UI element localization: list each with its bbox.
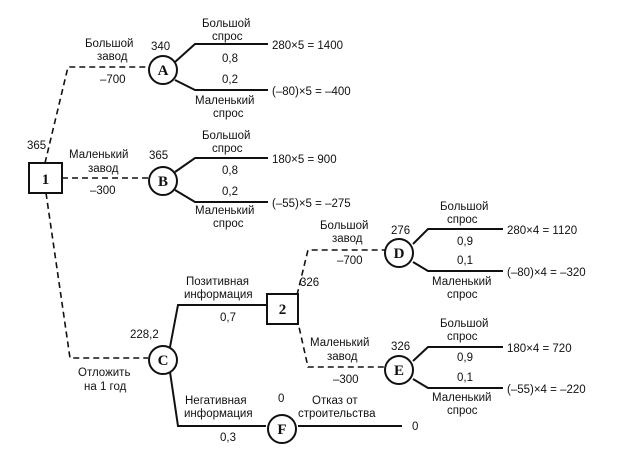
postpone-label-1: Отложить (78, 367, 130, 379)
positive-label-2: информация (184, 289, 253, 301)
svg-text:D: D (394, 246, 405, 262)
edge-A-low (174, 79, 268, 91)
postpone-label-2: на 1 год (84, 381, 127, 393)
chance-node-B: B (148, 166, 178, 196)
D-p-low: 0,1 (457, 255, 473, 267)
node-B-value: 365 (149, 150, 168, 162)
big-plant-cost: –700 (100, 74, 126, 86)
svg-text:E: E (394, 363, 404, 379)
E-low-label-1: Маленький (432, 392, 491, 404)
A-high-label-2: спрос (212, 31, 243, 43)
chance-node-A: A (148, 55, 178, 85)
big-plant2-label-1: Большой (320, 220, 368, 232)
D-payoff-high: 280×4 = 1120 (507, 225, 577, 237)
B-high-label-2: спрос (212, 143, 243, 155)
decision-node-1: 1 (28, 162, 63, 194)
positive-label-1: Позитивная (186, 276, 249, 288)
D-payoff-low: (–80)×4 = –320 (507, 267, 586, 279)
edge-1-C (45, 192, 148, 359)
svg-text:1: 1 (42, 172, 50, 188)
E-low-label-2: спрос (447, 405, 478, 417)
D-high-label-2: спрос (447, 214, 478, 226)
edge-2-E (296, 317, 385, 368)
edge-B-high (174, 157, 268, 173)
D-low-label-1: Маленький (432, 276, 491, 288)
decision-node-2: 2 (266, 293, 299, 325)
edge-1-A (44, 66, 148, 164)
B-p-low: 0,2 (222, 186, 238, 198)
E-high-label-2: спрос (447, 331, 478, 343)
edge-2-D (296, 249, 385, 296)
edge-B-low (174, 189, 268, 203)
edge-D-low (412, 261, 503, 272)
big-plant-label-2: завод (97, 51, 128, 63)
B-low-label-2: спрос (213, 218, 244, 230)
A-payoff-high: 280×5 = 1400 (272, 40, 343, 52)
edge-A-high (174, 43, 268, 63)
B-high-label-1: Большой (202, 130, 250, 142)
chance-node-D: D (384, 238, 414, 268)
negative-prob: 0,3 (220, 432, 236, 444)
E-p-high: 0,9 (457, 352, 473, 364)
A-low-label-2: спрос (213, 108, 244, 120)
chance-node-E: E (384, 355, 414, 385)
small-plant-label-2: завод (88, 163, 119, 175)
svg-text:B: B (158, 174, 168, 190)
chance-node-F: F (267, 414, 297, 444)
positive-prob: 0,7 (220, 312, 236, 324)
small-plant2-label-2: завод (327, 351, 358, 363)
edge-C-negative (169, 371, 266, 427)
edge-E-high (412, 346, 503, 362)
refuse-label-1: Отказ от (312, 395, 358, 407)
refuse-label-2: строительства (298, 408, 376, 420)
B-p-high: 0,8 (222, 165, 238, 177)
chance-node-C: C (148, 345, 178, 375)
D-low-label-2: спрос (447, 289, 478, 301)
A-p-low: 0,2 (222, 74, 238, 86)
node-F-value: 0 (278, 393, 284, 405)
svg-text:2: 2 (279, 302, 287, 318)
node-E-value: 326 (391, 341, 410, 353)
node-C-value: 228,2 (130, 329, 159, 341)
A-high-label-1: Большой (202, 18, 250, 30)
E-p-low: 0,1 (457, 372, 473, 384)
small-plant2-cost: –300 (333, 374, 359, 386)
E-payoff-low: (–55)×4 = –220 (507, 384, 586, 396)
D-high-label-1: Большой (440, 201, 488, 213)
E-high-label-1: Большой (440, 318, 488, 330)
big-plant2-label-2: завод (332, 233, 363, 245)
svg-text:F: F (277, 422, 286, 438)
big-plant-label-1: Большой (85, 38, 133, 50)
A-low-label-1: Маленький (195, 95, 254, 107)
node-1-value: 365 (27, 140, 46, 152)
edge-D-high (412, 228, 503, 245)
node-D-value: 276 (391, 225, 410, 237)
small-plant-cost: –300 (90, 185, 116, 197)
svg-text:C: C (158, 353, 169, 369)
negative-label-2: информация (184, 408, 253, 420)
node-2-value: 326 (300, 277, 319, 289)
E-payoff-high: 180×4 = 720 (507, 343, 572, 355)
A-p-high: 0,8 (222, 53, 238, 65)
small-plant2-label-1: Маленький (310, 337, 369, 349)
big-plant2-cost: –700 (337, 255, 363, 267)
D-p-high: 0,9 (457, 236, 473, 248)
edge-E-low (412, 378, 503, 389)
edge-C-positive (169, 304, 268, 348)
A-payoff-low: (–80)×5 = –400 (272, 86, 351, 98)
small-plant-label-1: Маленький (69, 149, 128, 161)
B-payoff-high: 180×5 = 900 (272, 154, 337, 166)
svg-text:A: A (158, 63, 169, 79)
B-low-label-1: Маленький (195, 205, 254, 217)
negative-label-1: Негативная (185, 395, 247, 407)
refuse-payoff: 0 (412, 421, 418, 433)
node-A-value: 340 (151, 41, 170, 53)
B-payoff-low: (–55)×5 = –275 (272, 198, 351, 210)
